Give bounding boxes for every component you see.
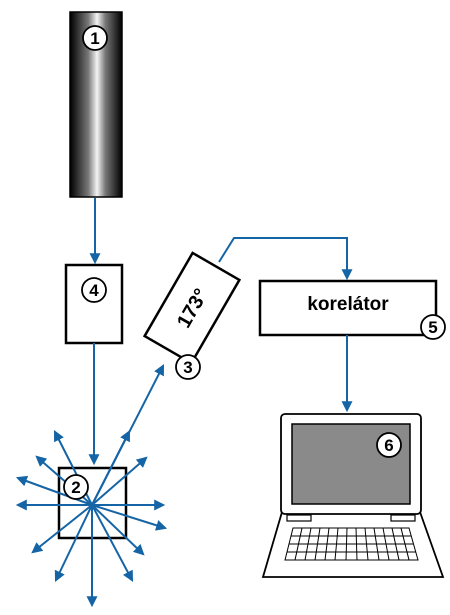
keyboard-outline [284,527,419,561]
attenuator-badge: 4 [89,281,99,300]
scatter-arrow [31,504,93,554]
scatter-arrow [15,475,93,506]
detector-badge: 3 [183,358,192,377]
keyboard-col-line [355,527,358,561]
scatter-arrow [54,504,93,582]
correlator-badge-circle [420,314,446,340]
keyboard-col-line [364,527,369,561]
laser-source: 1 [69,11,123,198]
laptop-hinge-left [286,514,312,522]
laptop-computer: 6 [261,413,445,578]
scatter-arrow [91,456,148,506]
keyboard-col-line [324,527,330,561]
laptop-hinge-right [390,514,416,522]
correlator-label: korelátor [307,294,389,315]
attenuator: 4 [64,263,124,345]
keyboard-col-line [400,527,410,561]
scatter-arrow [91,504,168,531]
laser-badge: 1 [90,29,99,48]
keyboard-col-line [373,527,380,561]
computer-badge: 6 [384,436,393,455]
sample-badge-circle [63,474,89,500]
laptop-keyboard [284,527,419,561]
keyboard-col-line [391,527,400,561]
keyboard-col-line [304,527,312,561]
sample-badge: 2 [71,478,80,497]
detector: 173° 3 [142,251,242,380]
scatter-arrow [91,504,145,556]
detector-box [142,251,242,365]
detector-badge-circle [175,354,201,380]
keyboard-col-line [294,527,303,561]
attenuator-badge-circle [81,277,107,303]
keyboard-col-line [345,527,348,561]
keyboard-col-line [334,527,339,561]
correlator: korelátor 5 [258,279,446,340]
backscatter-arrow [91,364,165,506]
correlator-box [258,279,438,337]
keyboard-col-line [314,527,321,561]
attenuator-box [64,263,124,345]
keyboard-col-line [382,527,390,561]
scatter-arrow [91,504,134,582]
computer-badge-circle [376,432,402,458]
correlator-badge: 5 [428,318,437,337]
detector-to-correlator-arrow [218,237,353,281]
laser-badge-circle [82,25,108,51]
